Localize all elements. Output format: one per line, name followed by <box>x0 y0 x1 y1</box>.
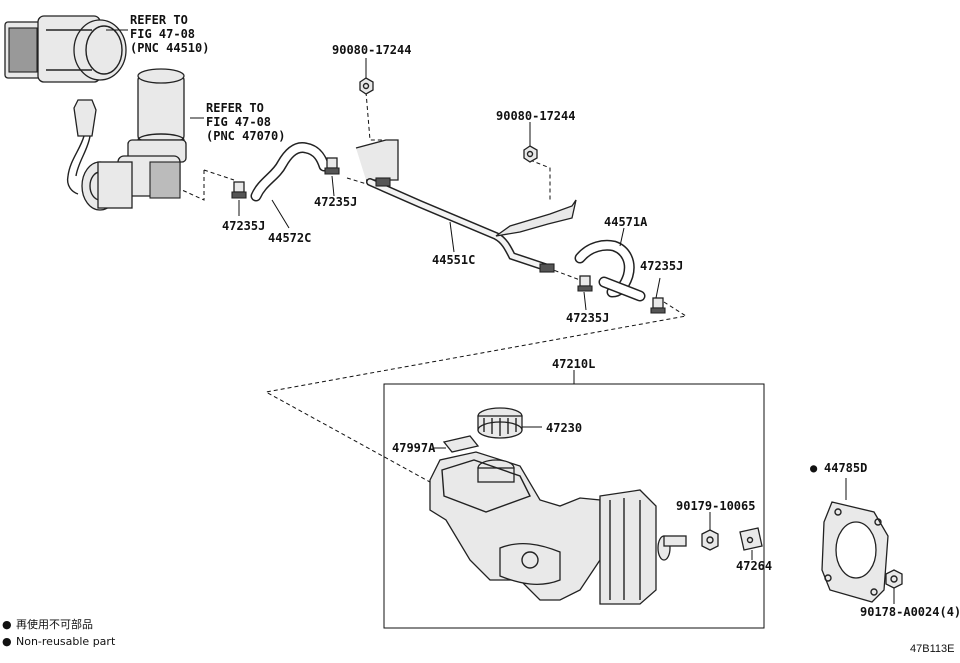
abs-actuator <box>4 15 127 83</box>
bracket-47264 <box>739 527 763 551</box>
part-label-44571A: 44571A <box>604 215 648 229</box>
part-label-90080-middle: 90080-17244 <box>496 109 575 123</box>
part-label-90179: 90179-10065 <box>676 499 755 513</box>
clip-47235J-lower <box>577 275 593 292</box>
clip-47235J-left <box>231 181 247 199</box>
ref-label-2-line2: FIG 47-08 <box>206 115 271 129</box>
part-label-47235J-right: 47235J <box>640 259 683 273</box>
nut-90178 <box>885 569 903 589</box>
part-label-44551C: 44551C <box>432 253 475 267</box>
pipe-44551C <box>355 139 577 273</box>
part-label-47235J-lower: 47235J <box>566 311 609 325</box>
legend-bullet-1: ● <box>2 618 12 631</box>
guide-line <box>264 301 688 483</box>
guide-line <box>181 170 205 201</box>
brake-booster-pump <box>66 68 187 211</box>
master-cylinder-assembly <box>429 451 687 605</box>
ref-label-2-line1: REFER TO <box>206 101 264 115</box>
non-reusable-marker: ● <box>810 461 818 475</box>
ref-label-1-line1: REFER TO <box>130 13 188 27</box>
part-label-47235J-left: 47235J <box>222 219 265 233</box>
guide-line <box>365 91 386 141</box>
legend-english: Non-reusable part <box>16 635 116 648</box>
part-label-47235J-middle: 47235J <box>314 195 357 209</box>
part-label-47210L: 47210L <box>552 357 595 371</box>
part-label-90080-top: 90080-17244 <box>332 43 411 57</box>
leader-lines <box>106 29 895 604</box>
guide-line <box>203 169 235 181</box>
part-label-44572C: 44572C <box>268 231 311 245</box>
ref-label-1-line3: (PNC 44510) <box>130 41 209 55</box>
guide-line <box>547 267 581 281</box>
guide-line <box>529 159 551 200</box>
gasket-44785D <box>821 501 889 603</box>
nut-90080-top <box>359 77 374 95</box>
clip-47235J-right <box>650 297 666 314</box>
ref-label-2-line3: (PNC 47070) <box>206 129 285 143</box>
part-label-47997A: 47997A <box>392 441 436 455</box>
nut-90179 <box>701 529 719 551</box>
part-label-44785D: 44785D <box>824 461 867 475</box>
nut-90080-middle <box>523 145 538 163</box>
part-label-47264: 47264 <box>736 559 772 573</box>
reservoir-cap-47230 <box>477 407 523 439</box>
part-label-90178: 90178-A0024(4) <box>860 605 960 619</box>
clip-47235J-middle <box>324 157 340 175</box>
seal-47997A <box>442 435 480 453</box>
legend-bullet-2: ● <box>2 635 12 648</box>
part-label-47230: 47230 <box>546 421 582 435</box>
ref-label-1-line2: FIG 47-08 <box>130 27 195 41</box>
drawing-code: 47B113E <box>910 643 954 655</box>
legend-japanese: 再使用不可部品 <box>16 617 93 631</box>
